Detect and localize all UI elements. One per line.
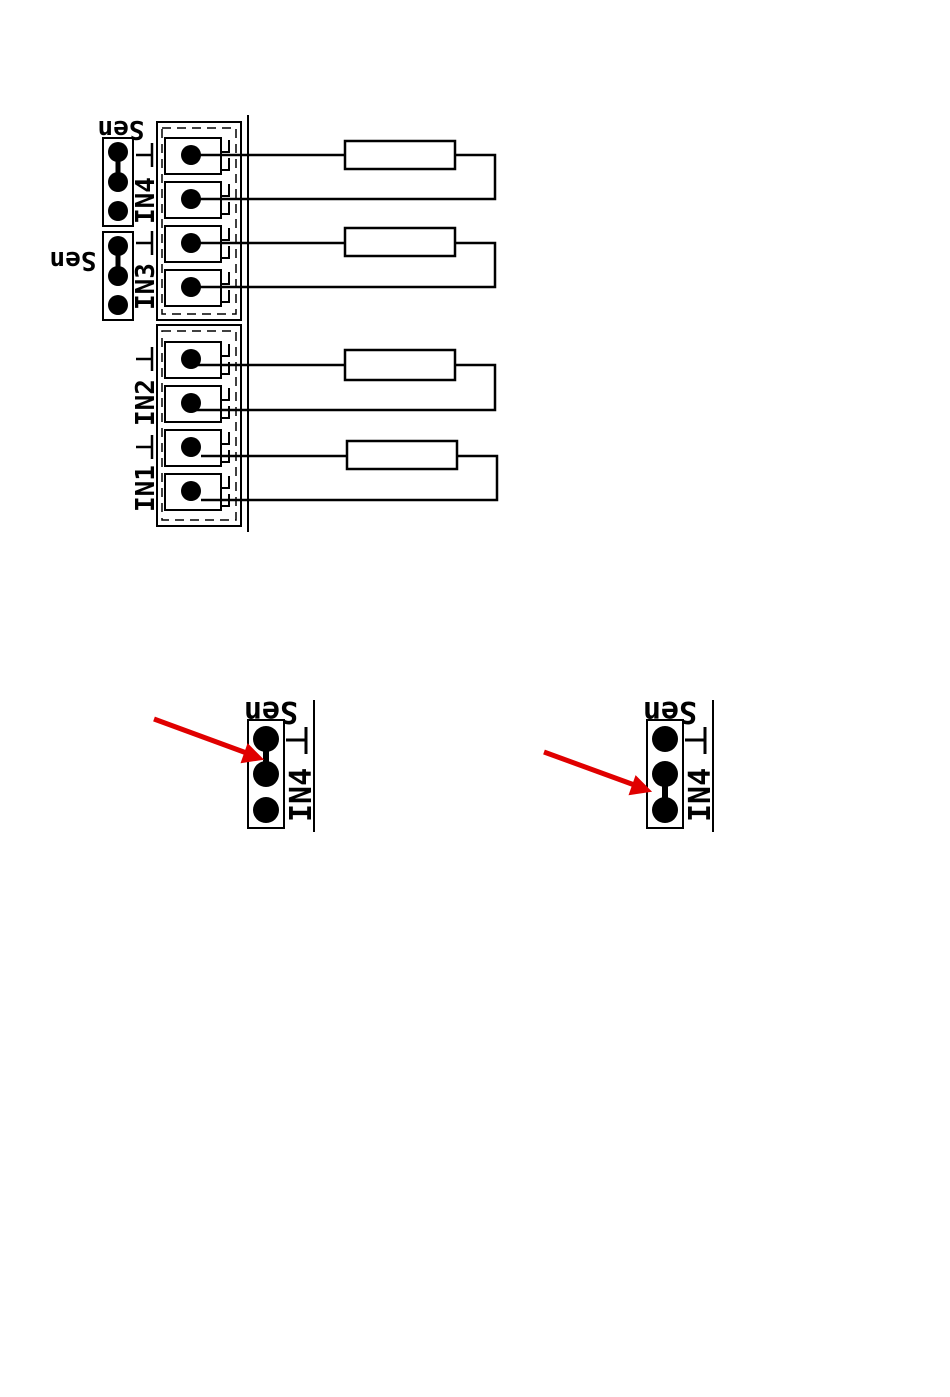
label-in2: IN2 xyxy=(131,379,161,426)
label-in4-detail-right: IN4 xyxy=(683,768,718,822)
jumper-detail-right: IN4 Sen xyxy=(544,694,718,832)
label-sen-detail-right: Sen xyxy=(643,694,697,729)
sensor-resistor-in4 xyxy=(345,141,455,169)
label-in3: IN3 xyxy=(131,263,161,310)
sensor-resistor-in1 xyxy=(347,441,457,469)
ground-symbol-icon xyxy=(685,727,705,754)
label-sen-detail-left: Sen xyxy=(244,694,298,729)
sensor-loop-in1 xyxy=(201,441,497,500)
red-arrow-icon xyxy=(544,752,650,794)
label-in4: IN4 xyxy=(131,177,161,224)
terminal-in2-ground xyxy=(165,342,229,378)
label-sen-in3: Sen xyxy=(50,245,97,275)
jumper-in4 xyxy=(103,138,133,226)
jumper-detail-left: IN4 Sen xyxy=(154,694,319,832)
terminal-in1 xyxy=(165,474,229,510)
terminal-in1-ground xyxy=(165,430,229,466)
label-in4-detail-left: IN4 xyxy=(284,768,319,822)
label-in1: IN1 xyxy=(131,465,161,512)
label-sen-in4: Sen xyxy=(98,114,145,144)
sensor-resistor-in3 xyxy=(345,228,455,256)
terminal-in2 xyxy=(165,386,229,422)
ground-symbol-icon xyxy=(286,727,306,754)
sensor-resistor-in2 xyxy=(345,350,455,380)
jumper-in3 xyxy=(103,232,133,320)
